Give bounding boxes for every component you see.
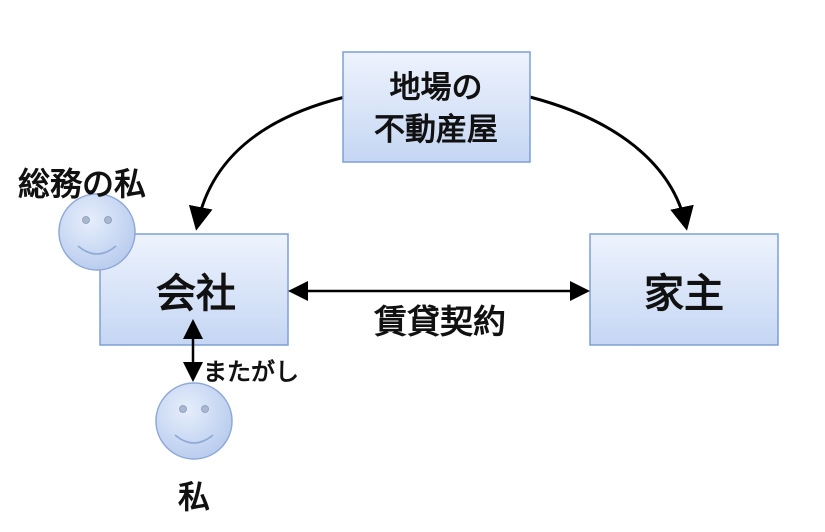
me-face-icon [155, 382, 233, 460]
agent-node: 地場の 不動産屋 [342, 51, 531, 163]
company-label: 会社 [156, 271, 236, 317]
agent-to-company-arrow [188, 95, 346, 231]
sublease-label: またがし [203, 358, 299, 386]
agent-label-line1: 地場の [390, 70, 483, 106]
agent-to-landlord-arrow [529, 95, 694, 231]
general-affairs-label: 総務の私 [18, 165, 146, 203]
me-label: 私 [178, 478, 210, 516]
agent-label-line2: 不動産屋 [374, 112, 498, 148]
landlord-label: 家主 [644, 271, 724, 317]
landlord-node: 家主 [589, 233, 779, 346]
lease-label: 賃貸契約 [373, 302, 506, 341]
general-affairs-face-icon [58, 193, 136, 271]
